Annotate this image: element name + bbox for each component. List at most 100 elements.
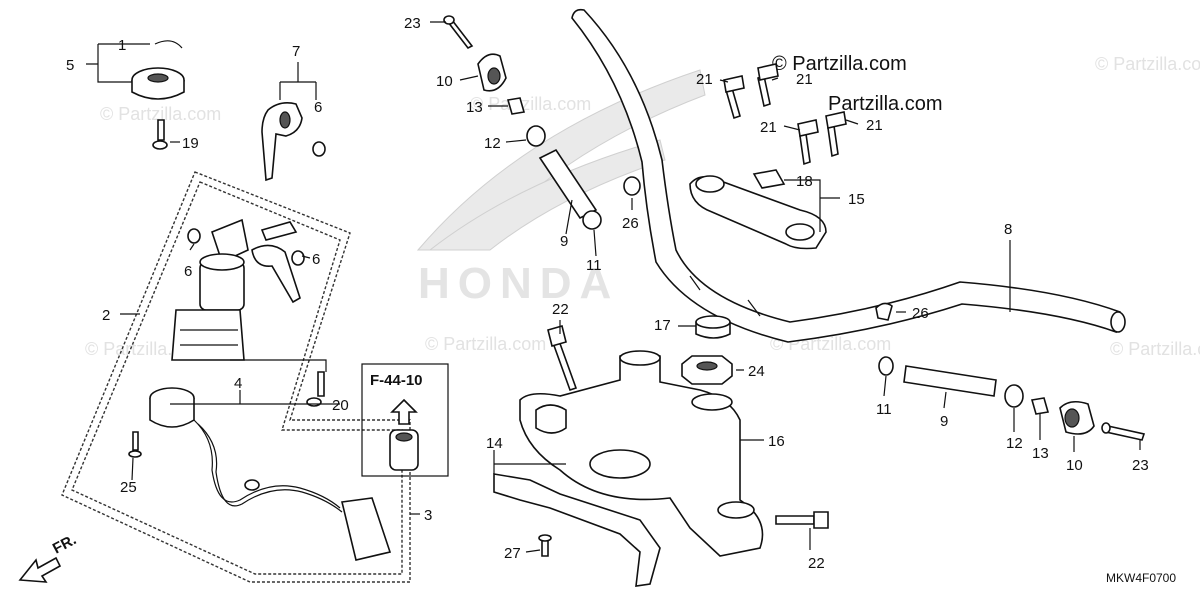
callout-7: 7: [292, 43, 300, 60]
screw-icon: [541, 539, 549, 557]
cover-body-icon: [131, 80, 185, 100]
bolt-icon: [827, 124, 839, 158]
callout-24: 24: [748, 363, 765, 380]
handlebar-end-icon: [1110, 311, 1126, 333]
left-grip-parts: [443, 15, 641, 230]
callout-13: 13: [466, 99, 483, 116]
callout-22: 22: [552, 301, 569, 318]
callout-2: 2: [102, 307, 110, 324]
callout-10: 10: [1066, 457, 1083, 474]
nut-icon: [878, 356, 894, 376]
callout-26: 26: [912, 305, 929, 322]
screw-head-icon: [128, 450, 142, 458]
callout-19: 19: [182, 135, 199, 152]
faint-watermark: © Partzilla.com: [100, 104, 221, 124]
callout-17: 17: [654, 317, 671, 334]
callout-21: 21: [866, 117, 883, 134]
faint-watermark: © Partzilla.com: [1110, 339, 1200, 359]
faint-watermark: © Partzilla.com: [425, 334, 546, 354]
front-label: FR.: [50, 531, 79, 557]
nut-icon: [582, 210, 602, 230]
diagram-code: MKW4F0700: [1106, 571, 1176, 585]
callout-11: 11: [586, 257, 602, 274]
callout-5: 5: [66, 57, 74, 74]
callout-12: 12: [484, 135, 501, 152]
screw-icon: [132, 431, 139, 451]
callout-labels: 23 10 13 12 9 11 26 1 5 19 7 6 6 6 2 4 2…: [66, 15, 1149, 572]
faint-watermark: © Partzilla.com: [470, 94, 591, 114]
callout-6: 6: [184, 263, 192, 280]
callout-27: 27: [504, 545, 521, 562]
callout-6: 6: [314, 99, 322, 116]
callout-13: 13: [1032, 445, 1049, 462]
switch-body-icon: [171, 309, 245, 361]
plate-icon: [752, 169, 786, 189]
upper-holder-group: [689, 63, 893, 321]
group-outline-inner: [71, 181, 403, 575]
collar-icon: [1030, 397, 1050, 415]
reference-frame: [361, 363, 449, 477]
front-arrow-icon: [18, 556, 62, 583]
collar-icon: [506, 97, 526, 115]
brand-ghost-text: HONDA: [418, 259, 619, 308]
wire-harness-icon: [193, 419, 341, 509]
reference-code: F-44-10: [370, 372, 423, 389]
group-outline-outer: [61, 171, 411, 583]
callout-9: 9: [940, 413, 948, 430]
callout-11: 11: [876, 401, 892, 418]
spacer-icon: [526, 125, 546, 147]
weight-shaft-icon: [538, 148, 598, 220]
key-icon: [261, 102, 303, 182]
faint-watermark: © Partzilla.com: [1095, 54, 1200, 74]
callout-9: 9: [560, 233, 568, 250]
cover-hole-icon: [147, 73, 169, 83]
bolt-icon: [799, 132, 811, 166]
callout-15: 15: [848, 191, 865, 208]
callout-4: 4: [234, 375, 242, 392]
connector-icon: [341, 497, 392, 561]
bracket-icon: [493, 473, 661, 587]
key-head-icon: [211, 218, 249, 264]
leader-lines: [86, 21, 1141, 553]
key-tag-icon: [260, 221, 298, 241]
screw-icon: [317, 371, 325, 397]
weight-shaft-icon: [903, 365, 997, 397]
handlebar: [571, 8, 1126, 343]
ignition-group: [61, 40, 411, 583]
screw-icon: [157, 119, 165, 141]
callout-1: 1: [118, 37, 126, 54]
spacer-icon: [1004, 384, 1024, 408]
front-indicator: FR.: [18, 531, 79, 583]
callout-21: 21: [696, 71, 713, 88]
nut-icon: [312, 141, 326, 157]
spare-key-icon: [251, 244, 301, 304]
snap-ring-icon: [154, 40, 183, 49]
partzilla-watermark-second-line: Partzilla.com: [828, 93, 942, 115]
callout-22: 22: [808, 555, 825, 572]
grommet-icon: [389, 429, 419, 471]
callout-23: 23: [404, 15, 421, 32]
nut-icon: [187, 228, 201, 244]
screw-icon: [1104, 425, 1146, 441]
callout-21: 21: [796, 71, 813, 88]
top-bridge-group: [493, 315, 829, 587]
nut-icon: [291, 250, 305, 266]
arrow-up-icon: [390, 398, 418, 425]
partzilla-watermark: © Partzilla.com: [772, 53, 907, 75]
callout-8: 8: [1004, 221, 1012, 238]
background-watermarks: © Partzilla.com © Partzilla.com © Partzi…: [85, 54, 1200, 359]
key-hole-icon: [279, 111, 291, 129]
bolt-icon: [775, 515, 815, 525]
callout-3: 3: [424, 507, 432, 524]
cap-icon: [623, 176, 641, 196]
callout-6: 6: [312, 251, 320, 268]
bolt-icon: [725, 86, 741, 120]
callout-20: 20: [332, 397, 349, 414]
callout-25: 25: [120, 479, 137, 496]
lock-cylinder-top-icon: [199, 253, 245, 271]
callout-14: 14: [486, 435, 503, 452]
handlebar-pipe-icon: [571, 8, 1121, 343]
callout-21: 21: [760, 119, 777, 136]
callout-10: 10: [436, 73, 453, 90]
